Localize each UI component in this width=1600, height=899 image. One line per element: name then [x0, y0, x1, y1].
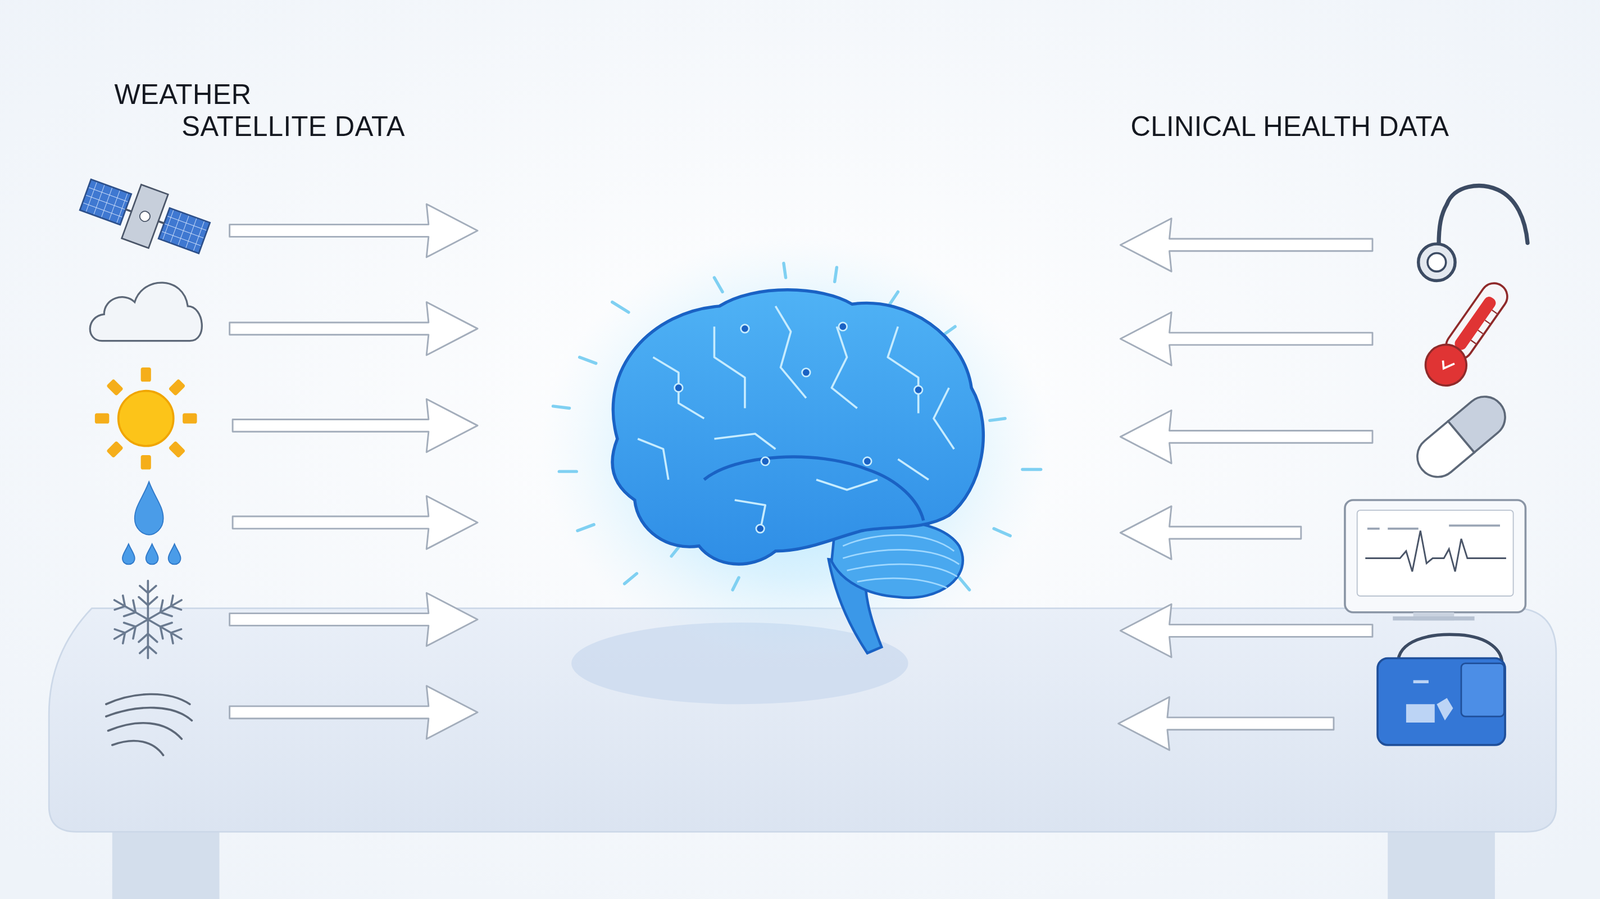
brain-illustration [541, 234, 1052, 664]
satellite-icon [75, 167, 215, 266]
heading-label: SATELLITE DATA [181, 111, 406, 143]
blood-pressure-cuff-icon [1377, 634, 1506, 745]
arrow [1120, 410, 1373, 463]
arrow [229, 302, 478, 356]
input-arrows [229, 203, 478, 739]
wind-icon [106, 694, 193, 756]
pill-icon [1408, 388, 1514, 485]
arrow [1120, 506, 1301, 559]
rain-icon [122, 481, 181, 565]
glow [541, 234, 1052, 664]
monitor-icon [1344, 500, 1526, 621]
cloud-icon [89, 282, 202, 342]
arrow [232, 398, 478, 452]
arrow [1120, 312, 1373, 366]
heading-label: WEATHER [114, 79, 252, 112]
stethoscope-icon [1418, 185, 1528, 281]
rays [552, 263, 1041, 590]
temporal-fold [703, 456, 924, 521]
arrow [1118, 697, 1334, 750]
arrow [1120, 218, 1373, 272]
sun-icon [94, 367, 198, 470]
circuit-nodes [674, 322, 923, 533]
arrow [232, 496, 478, 549]
heading-label: CLINICAL HEALTH DATA [1130, 111, 1449, 143]
cerebellum-folds [842, 534, 959, 588]
arrow [229, 685, 478, 739]
input-arrows [1118, 218, 1373, 750]
arrow [1120, 603, 1373, 657]
arrow [229, 203, 478, 257]
thermometer-icon [1417, 274, 1518, 394]
circuit-lines [637, 306, 954, 531]
snowflake-icon [109, 580, 186, 658]
cerebrum [612, 289, 984, 565]
arrow [229, 592, 478, 646]
